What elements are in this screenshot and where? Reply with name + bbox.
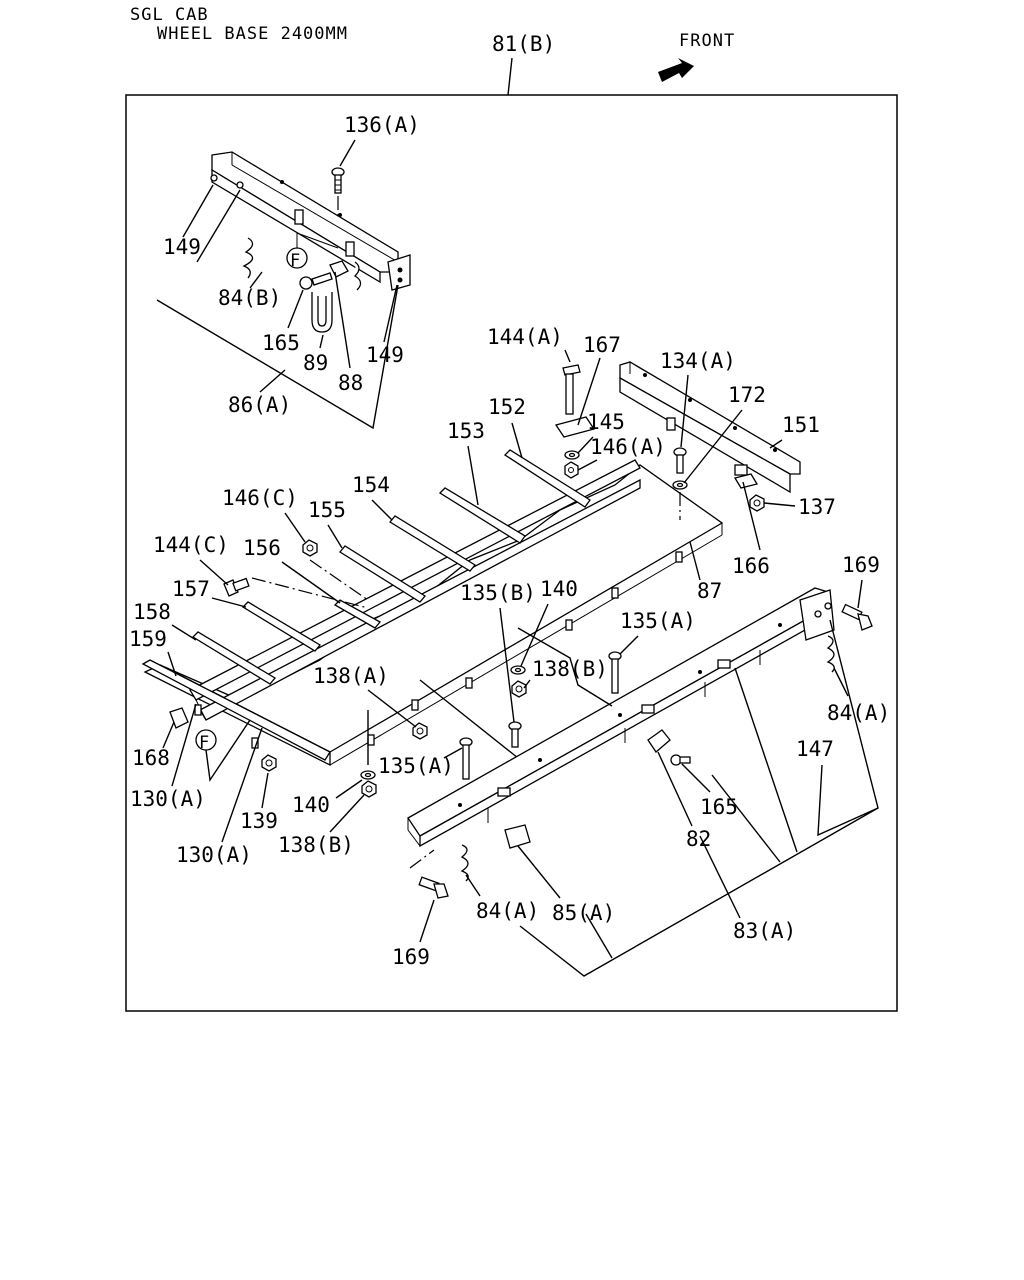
front-crossmember-bracket xyxy=(210,151,411,291)
crossmember-157 xyxy=(241,601,321,652)
label-169a: 169 xyxy=(842,553,880,577)
label-146a: 146(A) xyxy=(590,435,666,459)
label-165b: 165 xyxy=(700,795,738,819)
label-152: 152 xyxy=(488,395,526,419)
nut-146c-icon xyxy=(302,539,318,557)
pin-165b-icon xyxy=(670,754,691,766)
front-arrow-icon xyxy=(658,58,694,82)
label-134a: 134(A) xyxy=(660,349,736,373)
label-86a: 86(A) xyxy=(228,393,291,417)
label-138b1: 138(B) xyxy=(532,657,608,681)
bolt-144c-icon xyxy=(223,577,250,597)
washer-140b-icon xyxy=(360,770,376,780)
label-135a1: 135(A) xyxy=(620,609,696,633)
label-167: 167 xyxy=(583,333,621,357)
label-135b: 135(B) xyxy=(460,581,536,605)
label-84a2: 84(A) xyxy=(476,899,539,923)
nut-137-icon xyxy=(749,494,765,512)
diagram-frame xyxy=(125,94,898,1012)
right-frame-rail-147 xyxy=(407,587,835,848)
label-138a: 138(A) xyxy=(313,664,389,688)
label-144c: 144(C) xyxy=(153,533,229,557)
washer-140a-icon xyxy=(510,665,526,675)
label-138b2: 138(B) xyxy=(278,833,354,857)
label-156: 156 xyxy=(243,536,281,560)
label-136a: 136(A) xyxy=(344,113,420,137)
bolt-136a-icon xyxy=(331,167,345,194)
clip-84a2-icon xyxy=(460,844,469,882)
label-137: 137 xyxy=(798,495,836,519)
label-168: 168 xyxy=(132,746,170,770)
clip-84b-icon xyxy=(242,237,254,279)
label-169b: 169 xyxy=(392,945,430,969)
label-147: 147 xyxy=(796,737,834,761)
crossmember-151 xyxy=(619,361,801,494)
deck-mount-blocks xyxy=(194,551,683,749)
label-83a: 83(A) xyxy=(733,919,796,943)
label-166: 166 xyxy=(732,554,770,578)
bolt-135b-icon xyxy=(508,721,522,748)
label-151: 151 xyxy=(782,413,820,437)
crossmember-153 xyxy=(438,487,526,544)
bracket-166-icon xyxy=(733,473,759,489)
label-153: 153 xyxy=(447,419,485,443)
label-146c: 146(C) xyxy=(222,486,298,510)
u-bolt-89-icon xyxy=(311,292,333,333)
label-149a: 149 xyxy=(163,235,201,259)
bolt-144a-icon xyxy=(562,364,581,415)
washer-172-icon xyxy=(672,480,688,490)
label-159: 159 xyxy=(129,627,167,651)
bolt-169b-icon xyxy=(418,876,449,899)
bracket-88-icon xyxy=(329,260,349,278)
label-172: 172 xyxy=(728,383,766,407)
bracket-82-icon xyxy=(647,729,671,753)
label-140a: 140 xyxy=(540,577,578,601)
bolt-135a2-icon xyxy=(459,737,473,780)
label-165a: 165 xyxy=(262,331,300,355)
label-82: 82 xyxy=(686,827,711,851)
nut-146a-icon xyxy=(564,461,579,479)
crossmember-154 xyxy=(389,515,476,572)
nut-138a-icon xyxy=(412,722,428,740)
label-130a1: 130(A) xyxy=(130,787,206,811)
label-84b: 84(B) xyxy=(218,286,281,310)
label-157: 157 xyxy=(172,577,210,601)
bracket-167-icon xyxy=(554,416,596,438)
washer-145-icon xyxy=(564,450,580,460)
label-130a2: 130(A) xyxy=(176,843,252,867)
label-f2: F xyxy=(199,733,209,753)
front-label: FRONT xyxy=(679,31,735,51)
crossmember-152 xyxy=(503,449,591,508)
main-ref-label: 81(B) xyxy=(492,32,555,56)
crossmember-159 xyxy=(141,659,331,761)
label-135a2: 135(A) xyxy=(378,754,454,778)
label-87: 87 xyxy=(697,579,722,603)
pin-165-icon xyxy=(299,272,333,290)
label-89: 89 xyxy=(303,351,328,375)
label-155: 155 xyxy=(308,498,346,522)
bracket-85a-icon xyxy=(504,824,531,849)
header-cab-type: SGL CAB xyxy=(130,5,209,25)
nut-139-icon xyxy=(261,754,277,772)
label-f1: F xyxy=(290,251,300,271)
label-158: 158 xyxy=(133,600,171,624)
crossmember-155 xyxy=(339,545,426,603)
bolt-169a-icon xyxy=(841,603,873,631)
bolt-134a-icon xyxy=(673,447,687,474)
header-wheel-base: WHEEL BASE 2400MM xyxy=(157,24,348,44)
label-139: 139 xyxy=(240,809,278,833)
label-85a: 85(A) xyxy=(552,901,615,925)
label-144a: 144(A) xyxy=(487,325,563,349)
label-88: 88 xyxy=(338,371,363,395)
nut-138b1-icon xyxy=(511,680,527,698)
label-140b: 140 xyxy=(292,793,330,817)
nut-138b2-icon xyxy=(361,780,377,798)
clip-84a1-icon xyxy=(826,635,835,673)
crossmember-158 xyxy=(191,631,276,685)
label-154: 154 xyxy=(352,473,390,497)
label-84a1: 84(A) xyxy=(827,701,890,725)
bolt-135a1-icon xyxy=(608,651,622,694)
label-145: 145 xyxy=(587,410,625,434)
